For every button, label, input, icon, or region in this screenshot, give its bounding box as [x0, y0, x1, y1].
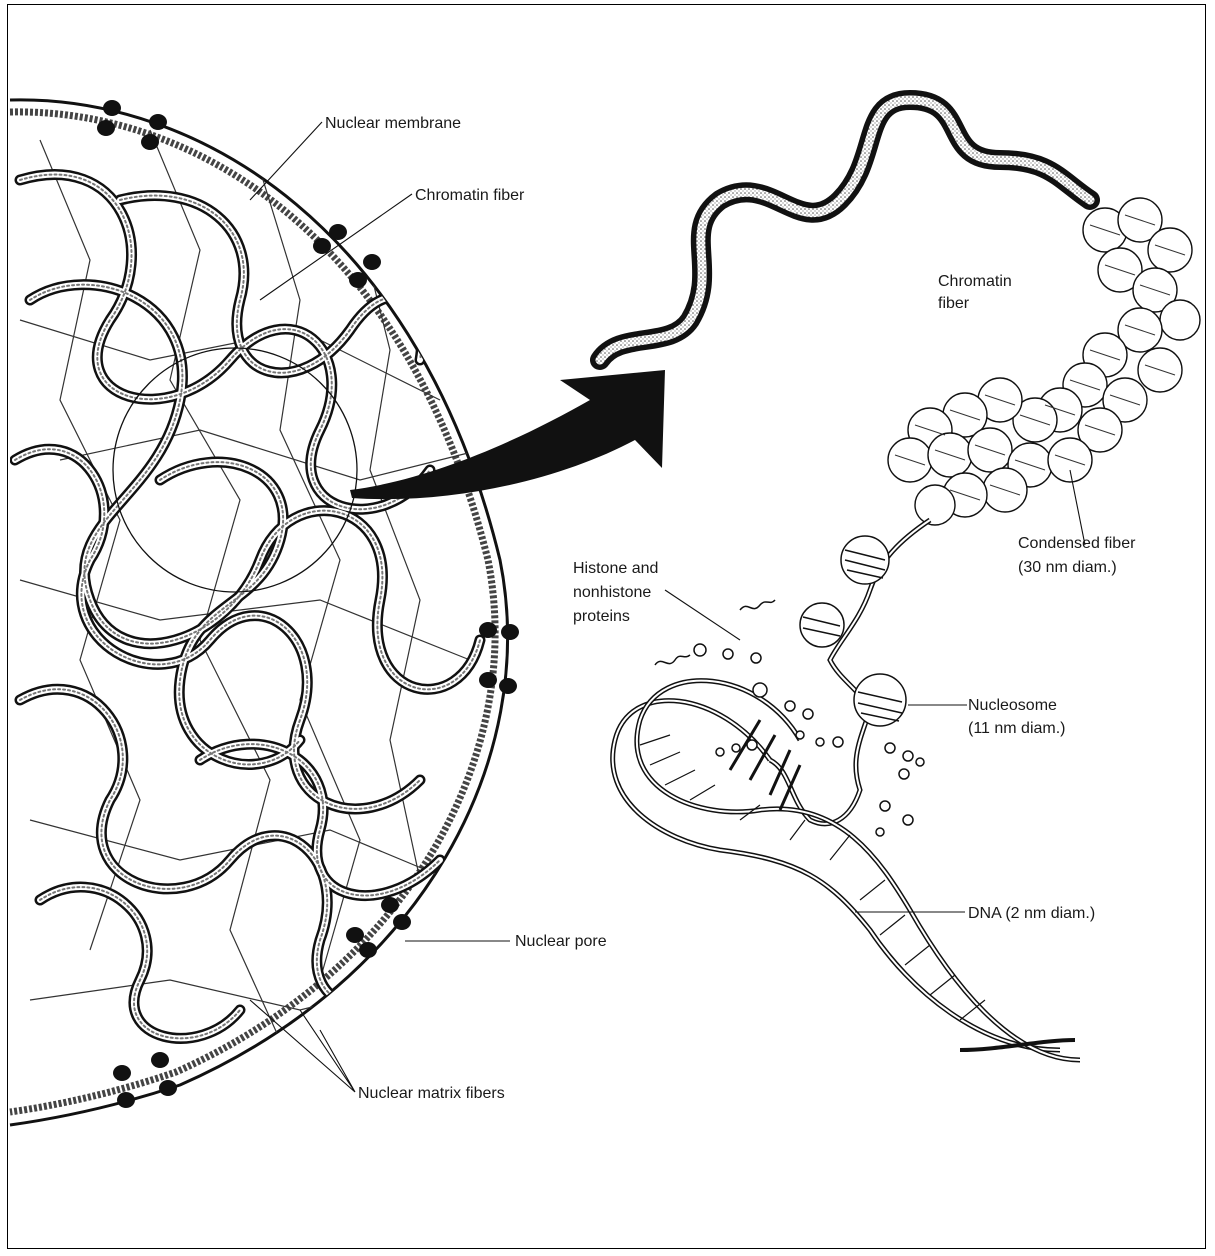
- condensed-fiber: [888, 198, 1200, 525]
- labels: Nuclear membrane Chromatin fiber Chromat…: [325, 115, 1136, 1102]
- label-nuclear-matrix-fibers: Nuclear matrix fibers: [358, 1085, 505, 1102]
- nuclear-pore-icon: [479, 672, 517, 694]
- label-histone-3: proteins: [573, 608, 630, 625]
- label-chromatin-fiber-right-2: fiber: [938, 295, 970, 312]
- label-nucleosome-1: Nucleosome: [968, 697, 1057, 714]
- label-nuclear-pore: Nuclear pore: [515, 933, 607, 950]
- label-condensed-fiber-1: Condensed fiber: [1018, 535, 1136, 552]
- nucleosome-icon: [841, 536, 889, 584]
- label-histone-1: Histone and: [573, 560, 658, 577]
- nuclear-pore-icon: [151, 1052, 177, 1096]
- nucleosomes: [800, 536, 906, 726]
- nuclear-pore-icon: [479, 622, 519, 640]
- label-dna: DNA (2 nm diam.): [968, 905, 1095, 922]
- nuclear-pores: [97, 100, 519, 1108]
- nucleus: [10, 100, 519, 1125]
- nucleosome-icon: [800, 603, 844, 647]
- label-nuclear-membrane: Nuclear membrane: [325, 115, 461, 132]
- nuclear-pore-icon: [346, 927, 377, 958]
- label-condensed-fiber-2: (30 nm diam.): [1018, 559, 1117, 576]
- dna-double-helix: [613, 681, 1080, 1060]
- label-histone-2: nonhistone: [573, 584, 651, 601]
- magnification-arrow-icon: [350, 370, 665, 499]
- label-chromatin-fiber-left: Chromatin fiber: [415, 187, 525, 204]
- label-chromatin-fiber-right-1: Chromatin: [938, 273, 1012, 290]
- nucleosome-icon: [854, 674, 906, 726]
- chromatin-fiber-magnified: [600, 100, 1090, 360]
- label-nucleosome-2: (11 nm diam.): [968, 720, 1066, 737]
